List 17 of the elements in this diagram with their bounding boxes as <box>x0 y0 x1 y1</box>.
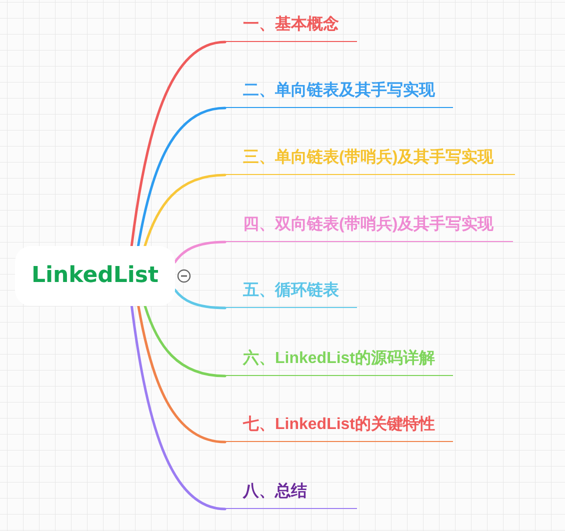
topic-label: 八、总结 <box>225 479 357 509</box>
topic-label: 七、LinkedList的关键特性 <box>225 412 453 442</box>
branch-line <box>130 304 226 510</box>
branch-line <box>137 304 226 444</box>
branch-line <box>174 240 226 264</box>
topic-label: 一、基本概念 <box>225 12 357 42</box>
central-topic: LinkedList <box>15 246 175 306</box>
branch-line <box>144 174 226 248</box>
topic-label: 五、循环链表 <box>225 278 357 308</box>
branch-line <box>174 288 226 310</box>
topic-label: 二、单向链表及其手写实现 <box>225 78 453 108</box>
branch-line <box>136 106 226 248</box>
branch-line <box>130 40 226 248</box>
topic-label: 六、LinkedList的源码详解 <box>225 346 453 376</box>
topic-label: 四、双向链表(带哨兵)及其手写实现 <box>225 212 513 242</box>
topic-label: 三、单向链表(带哨兵)及其手写实现 <box>225 145 515 175</box>
branch-line <box>144 304 226 378</box>
